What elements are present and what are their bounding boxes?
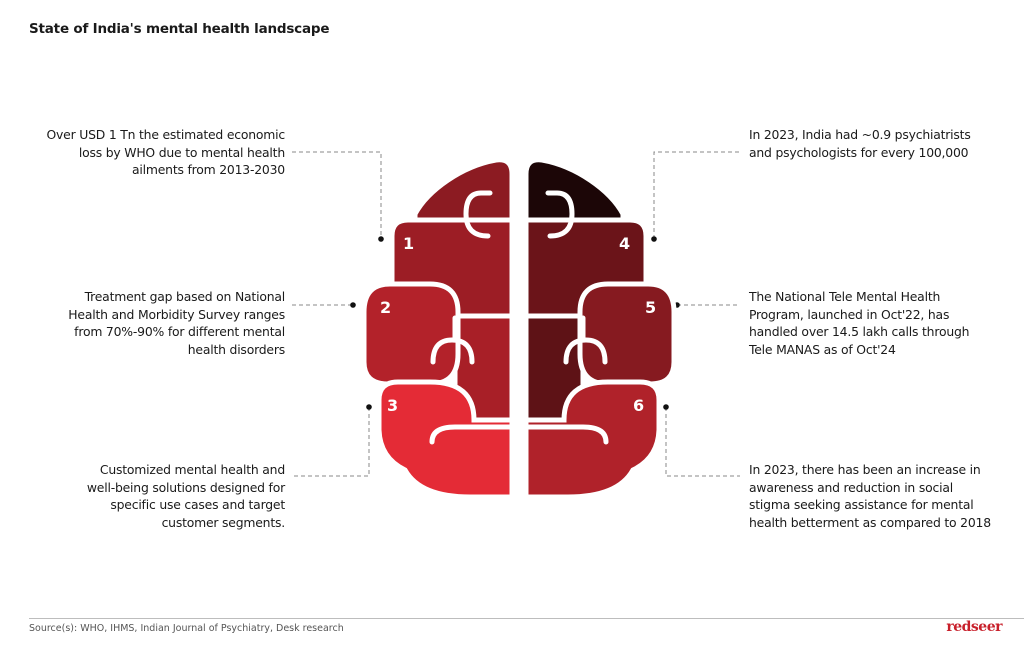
source-note: Source(s): WHO, IHMS, Indian Journal of … (29, 623, 344, 634)
footer-divider (29, 618, 1024, 619)
callout-line: Customized mental health and (99, 462, 285, 477)
connector-dots (350, 236, 680, 410)
callout-line: from 70%-90% for different mental (74, 324, 285, 339)
callout-line: specific use cases and target (110, 497, 285, 512)
right-hemisphere (523, 157, 677, 500)
lobe-column-right (523, 313, 586, 429)
callout-line: Program, launched in Oct'22, has (749, 306, 950, 322)
dot-3 (366, 404, 372, 410)
callout-line: and psychologists for every 100,000 (749, 144, 969, 160)
callout-line: loss by WHO due to mental health (78, 144, 285, 160)
redseer-logo: redseer (946, 619, 1002, 635)
dot-2 (350, 302, 356, 308)
callout-line: ailments from 2013-2030 (132, 162, 285, 177)
connector-6 (665, 407, 740, 477)
connector-4 (653, 151, 740, 239)
lobe-number-5: 5 (645, 298, 656, 317)
lobe-number-2: 2 (380, 298, 391, 317)
callout-line: handled over 14.5 lakh calls through (749, 324, 970, 339)
connector-3 (292, 407, 370, 477)
lobe-3 (376, 379, 515, 500)
connectors (292, 151, 740, 477)
lobe-6 (523, 379, 662, 500)
callout-5: The National Tele Mental Health Program,… (749, 288, 970, 358)
callout-line: In 2023, India had ~0.9 psychiatrists (749, 127, 971, 142)
callout-line: Tele MANAS as of Oct'24 (749, 341, 896, 357)
callout-line: health betterment as compared to 2018 (749, 514, 991, 530)
callout-line: Treatment gap based on National (84, 289, 286, 304)
callout-line: The National Tele Mental Health (749, 289, 941, 304)
lobe-number-4: 4 (619, 234, 630, 253)
lobe-number-3: 3 (387, 396, 398, 415)
callout-1: Over USD 1 Tn the estimated economic los… (46, 126, 285, 179)
callout-6: In 2023, there has been an increase in a… (749, 461, 991, 531)
lobe-number-6: 6 (633, 396, 644, 415)
dot-1 (378, 236, 384, 242)
connector-1 (292, 151, 382, 239)
callout-line: awareness and reduction in social (749, 479, 953, 495)
callout-line: Health and Morbidity Survey ranges (68, 306, 285, 322)
callout-line: well-being solutions designed for (86, 479, 285, 495)
callout-3: Customized mental health and well-being … (87, 461, 285, 531)
dot-4 (651, 236, 657, 242)
callout-line: customer segments. (161, 514, 286, 530)
callout-2: Treatment gap based on National Health a… (68, 288, 285, 358)
callout-line: health disorders (187, 341, 285, 357)
callout-line: stigma seeking assistance for mental (749, 497, 974, 512)
left-hemisphere (361, 157, 515, 500)
lobe-2 (361, 281, 461, 387)
callout-4: In 2023, India had ~0.9 psychiatrists an… (749, 126, 971, 161)
dot-6 (663, 404, 669, 410)
lobe-number-1: 1 (403, 234, 414, 253)
callout-line: In 2023, there has been an increase in (749, 462, 981, 477)
callout-line: Over USD 1 Tn the estimated economic (46, 127, 285, 142)
lobe-5 (577, 281, 677, 387)
page-title: State of India's mental health landscape (29, 21, 330, 37)
